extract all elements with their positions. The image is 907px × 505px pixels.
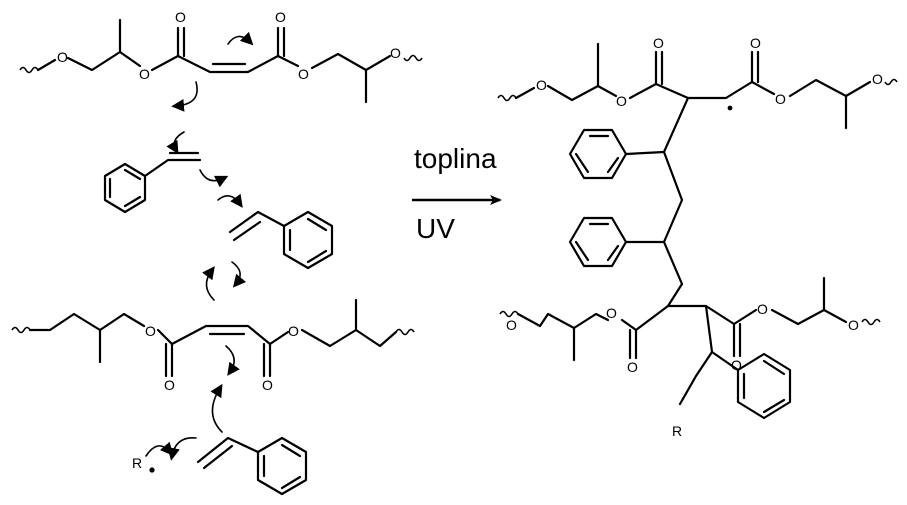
oxygen-atom-label: O [145, 323, 156, 339]
curved-arrow-icon [225, 345, 240, 376]
curved-arrow-icon [202, 266, 215, 301]
oxygen-atom-label: O [653, 35, 664, 51]
radical-initiator: R [132, 455, 155, 473]
oxygen-atom-label: O [275, 9, 286, 25]
condition-uv-label: UV [416, 213, 455, 244]
oxygen-atom-label: O [775, 91, 786, 107]
oxygen-atom-label: O [750, 35, 761, 51]
condition-heat-label: toplina [414, 143, 497, 174]
reaction-arrow: toplina UV [412, 143, 502, 244]
oxygen-atom-label: O [616, 93, 627, 109]
curved-arrow-icon [231, 261, 247, 288]
oxygen-atom-label: O [627, 359, 638, 375]
oxygen-atom-label: O [606, 305, 617, 321]
oxygen-atom-label: O [262, 377, 273, 393]
oxygen-atom-label: O [390, 45, 401, 61]
styrene-monomer-1 [103, 151, 202, 214]
oxygen-atom-label: O [164, 377, 175, 393]
radical-group-label: R [132, 455, 142, 471]
curved-arrow-icon [217, 193, 243, 208]
curved-arrow-icon [145, 441, 174, 457]
styrene-monomer-2 [228, 210, 334, 270]
curved-arrow-icon [199, 169, 229, 188]
top-polyester-chain: O O O O O O [19, 9, 423, 104]
styrene-monomer-3 [196, 436, 308, 496]
oxygen-atom-label: O [872, 71, 883, 87]
curved-arrow-icon [167, 437, 197, 461]
curved-arrow-icon [171, 81, 198, 112]
radical-group-label: R [672, 423, 682, 439]
oxygen-atom-label: O [731, 357, 742, 373]
oxygen-atom-label: O [536, 77, 547, 93]
oxygen-atom-label: O [506, 317, 517, 333]
oxygen-atom-label: O [288, 323, 299, 339]
oxygen-atom-label: O [57, 49, 68, 65]
bottom-polyester-chain: O O O O [11, 298, 415, 393]
oxygen-atom-label: O [757, 301, 768, 317]
curved-arrow-icon [210, 383, 223, 433]
curved-arrow-icon [166, 131, 185, 155]
oxygen-atom-label: O [298, 66, 309, 82]
oxygen-atom-label: O [139, 66, 150, 82]
oxygen-atom-label: O [848, 317, 859, 333]
product-network: O O O O O O O O O [497, 35, 898, 439]
oxygen-atom-label: O [175, 9, 186, 25]
curved-arrow-icon [227, 31, 254, 46]
